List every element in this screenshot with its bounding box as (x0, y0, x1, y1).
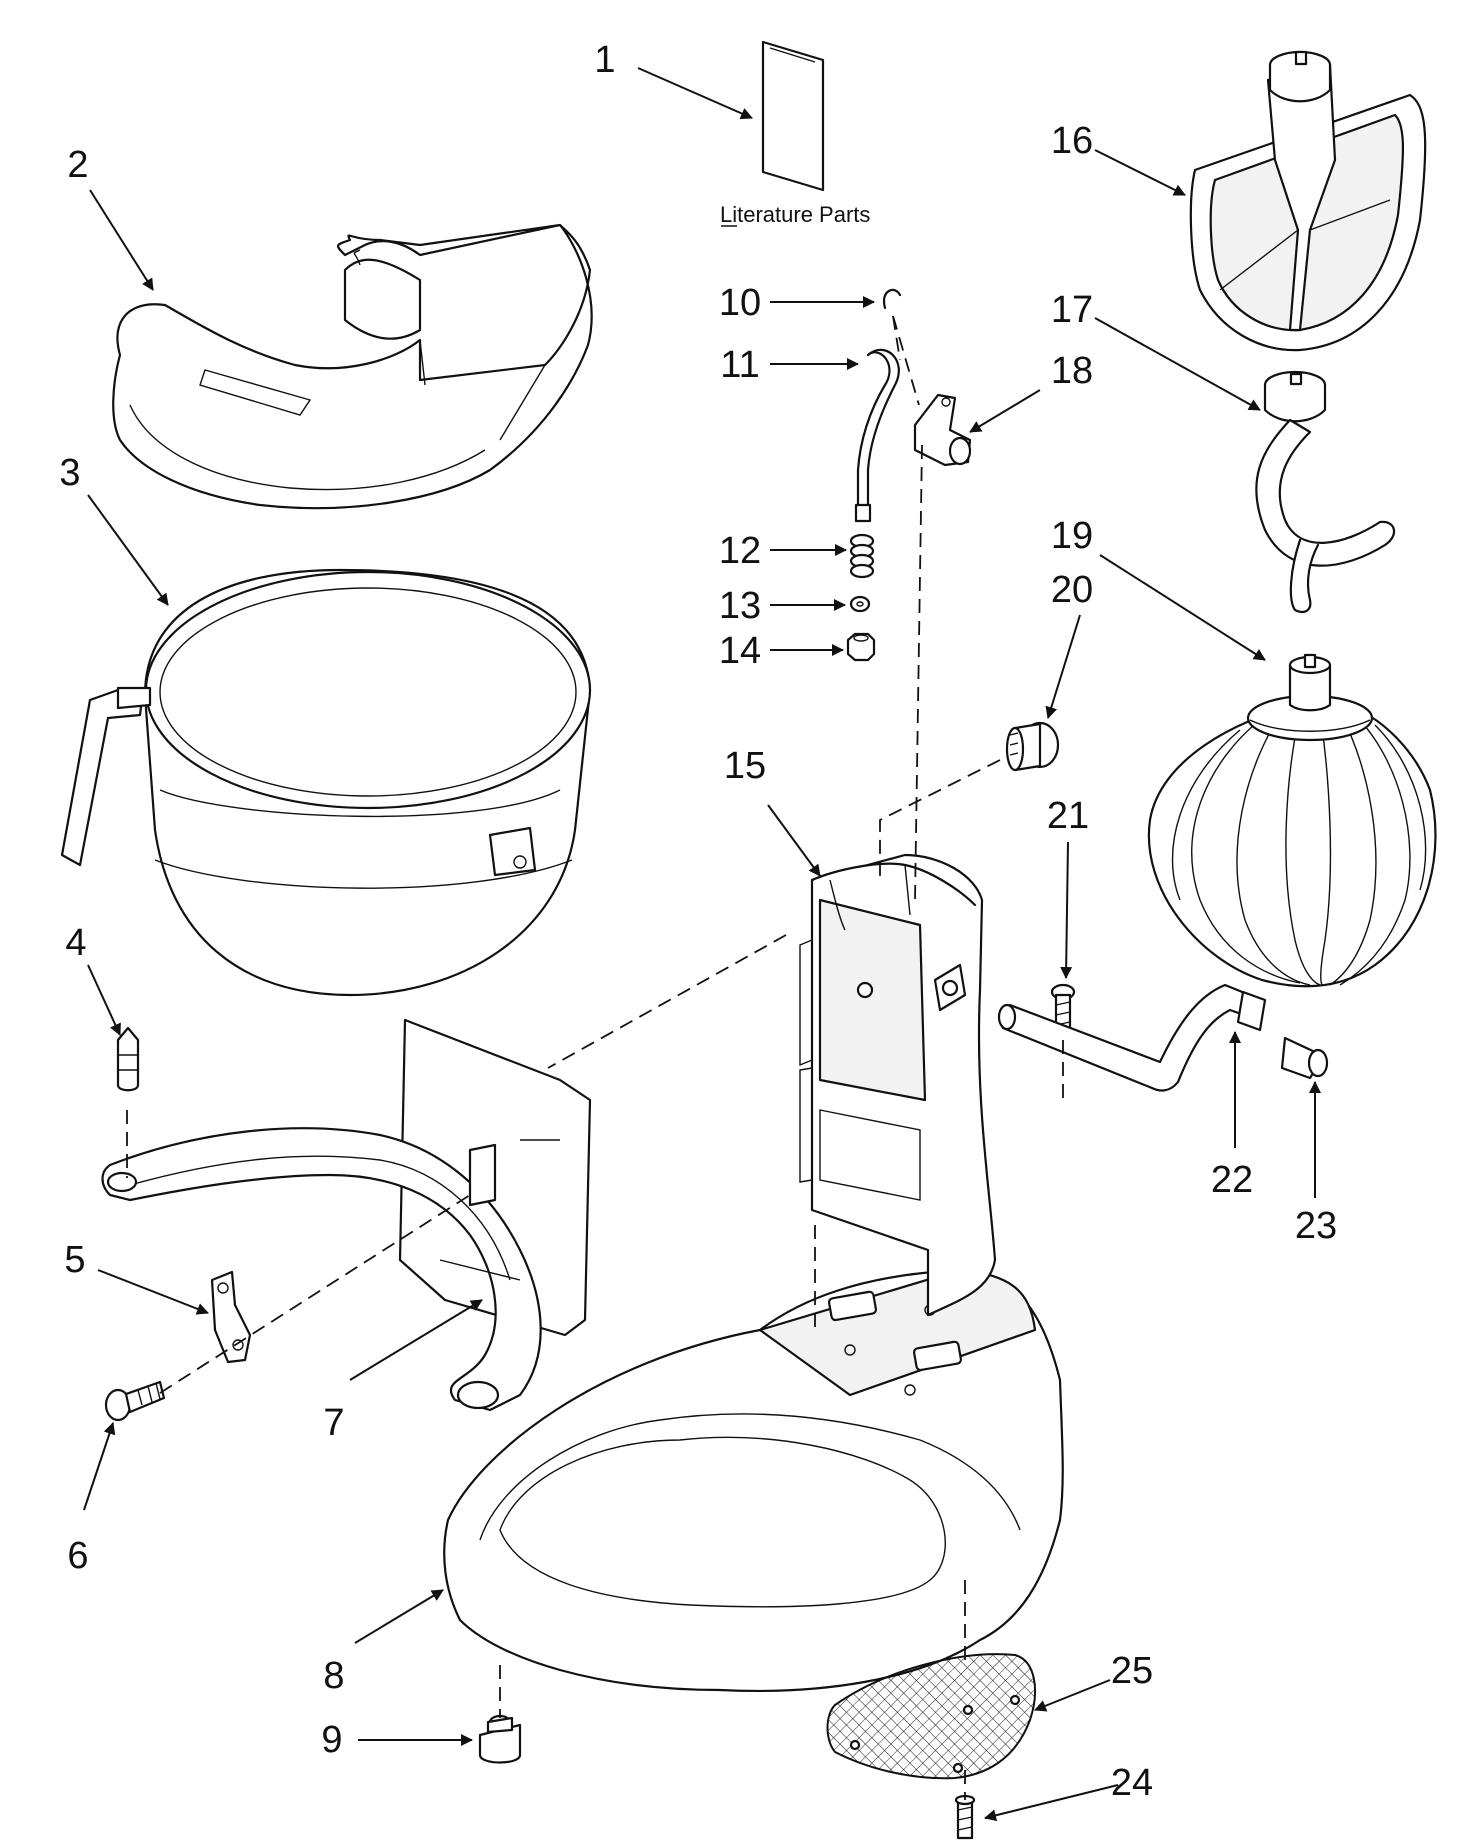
callout-17: 17 (1051, 289, 1093, 331)
callout-6: 6 (67, 1535, 88, 1577)
callout-25: 25 (1111, 1650, 1153, 1692)
part-7-bowl-support (101, 1018, 592, 1412)
callout-24: 24 (1111, 1762, 1153, 1804)
callout-23: 23 (1295, 1205, 1337, 1247)
callout-3: 3 (59, 452, 80, 494)
part-16-flat-beater (1189, 50, 1427, 352)
callout-9: 9 (321, 1719, 342, 1761)
callout-20: 20 (1051, 569, 1093, 611)
callout-10: 10 (719, 282, 761, 324)
callout-18: 18 (1051, 350, 1093, 392)
part-5-clip (210, 1270, 252, 1364)
part-12-spring (849, 533, 875, 579)
part-6-screw (104, 1380, 166, 1422)
part-4-pin (116, 1026, 140, 1092)
part-3-bowl (60, 568, 592, 997)
part-8-base (443, 1268, 1064, 1693)
part-13-washer (849, 595, 871, 613)
callout-12: 12 (719, 530, 761, 572)
callout-13: 13 (719, 585, 761, 627)
part-24-screw (954, 1794, 976, 1840)
part-25-mesh-pad (826, 1653, 1036, 1780)
part-20-bushing (1005, 721, 1060, 772)
callout-11: 11 (720, 344, 759, 386)
part-18-lift-lever (913, 393, 972, 467)
callout-5: 5 (64, 1239, 85, 1281)
part-1-literature (761, 40, 825, 192)
part-10-retaining-clip (882, 288, 902, 310)
callout-22: 22 (1211, 1159, 1253, 1201)
literature-parts-label: Literature Parts (720, 202, 870, 227)
callout-14: 14 (719, 630, 761, 672)
part-15-column (799, 853, 997, 1317)
callout-16: 16 (1051, 120, 1093, 162)
part-19-wire-whip (1147, 653, 1437, 988)
callout-1: 1 (594, 39, 615, 81)
part-22-crank-handle (997, 983, 1267, 1092)
part-2-pouring-shield (112, 223, 593, 510)
part-14-nut (846, 632, 876, 662)
part-11-lift-rod (854, 348, 900, 523)
part-23-handle-grip (1280, 1036, 1329, 1080)
callout-7: 7 (323, 1402, 344, 1444)
leader-arrows (83, 67, 1321, 1822)
part-9-foot (478, 1714, 522, 1764)
callout-8: 8 (323, 1655, 344, 1697)
callout-numbers: 1 2 3 4 5 6 7 8 9 10 11 12 13 14 15 16 1… (59, 39, 1337, 1804)
callout-4: 4 (65, 922, 86, 964)
callout-21: 21 (1047, 795, 1089, 837)
callout-15: 15 (724, 745, 766, 787)
callout-19: 19 (1051, 515, 1093, 557)
callout-2: 2 (67, 144, 88, 186)
assembly-dashed-lines (126, 315, 1064, 1800)
part-17-dough-hook (1255, 370, 1396, 614)
